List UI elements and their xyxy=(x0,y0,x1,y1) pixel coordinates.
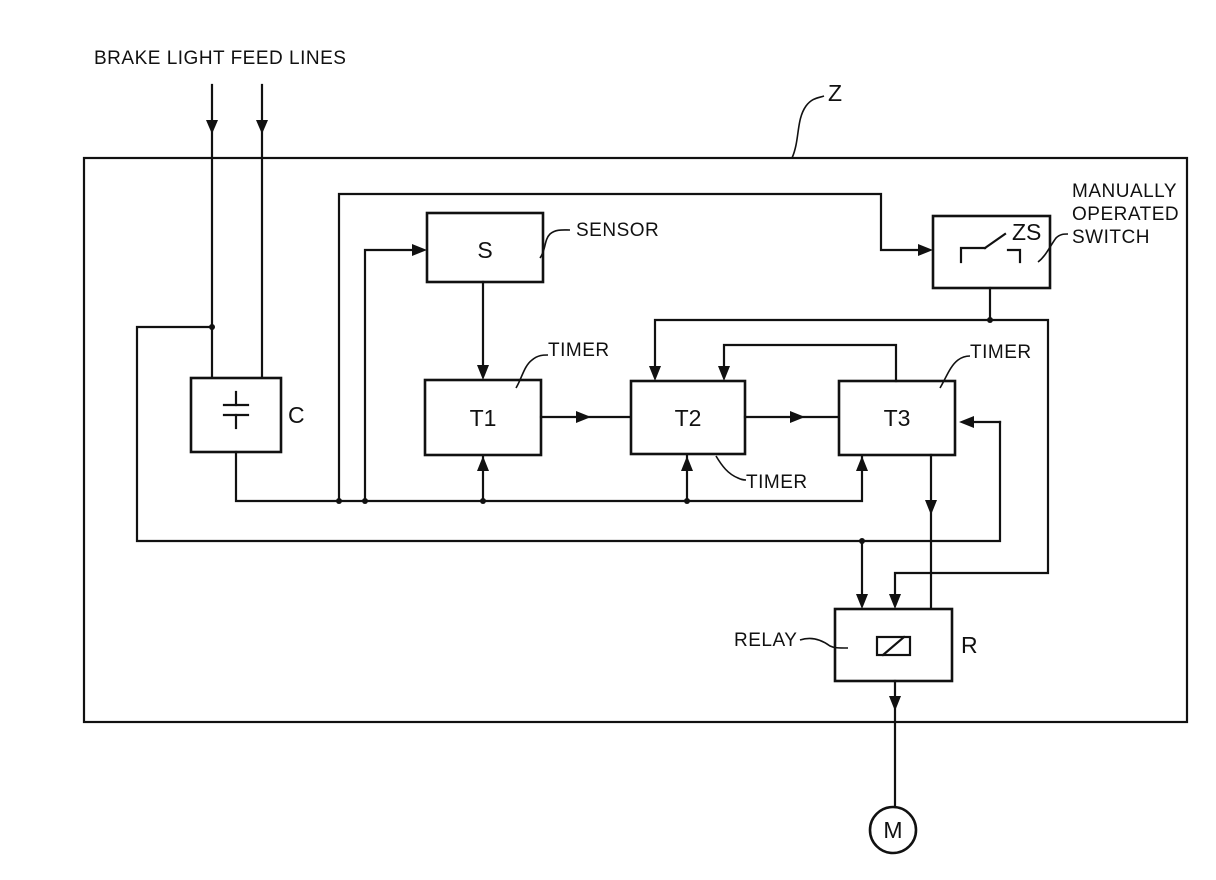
switch-caption-line3: SWITCH xyxy=(1072,227,1150,248)
t2-symbol: T2 xyxy=(675,405,702,431)
sensor-to-t1-wire xyxy=(477,282,489,380)
t2-caption: TIMER xyxy=(746,472,808,493)
feed-line-left xyxy=(206,85,218,378)
t3-symbol: T3 xyxy=(884,405,911,431)
relay-to-motor-wire xyxy=(889,681,901,810)
relay-symbol: R xyxy=(961,632,978,658)
feed-line-right xyxy=(256,85,268,378)
t2-to-t3-wire xyxy=(745,411,839,423)
loop-to-relay-wire xyxy=(856,538,868,609)
t3-to-relay-wire xyxy=(925,455,937,609)
timer-t2-block: T2 TIMER xyxy=(631,381,808,493)
relay-block: R RELAY xyxy=(734,609,978,681)
capacitor-symbol: C xyxy=(288,402,305,428)
enclosure-label: Z xyxy=(828,80,842,106)
sensor-feed-wire xyxy=(365,244,427,501)
t3-caption: TIMER xyxy=(970,342,1032,363)
t1-caption: TIMER xyxy=(548,340,610,361)
motor-symbol-group: M xyxy=(870,807,916,853)
sensor-block: S SENSOR xyxy=(427,213,659,282)
timer-t3-block: T3 TIMER xyxy=(839,342,1032,455)
switch-caption-line2: OPERATED xyxy=(1072,204,1179,225)
relay-caption: RELAY xyxy=(734,630,797,651)
manual-switch-block: ZS MANUALLY OPERATED SWITCH xyxy=(933,181,1179,288)
switch-caption-line1: MANUALLY xyxy=(1072,181,1177,202)
t1-to-t2-wire xyxy=(541,411,631,423)
feed-lines-label: BRAKE LIGHT FEED LINES xyxy=(94,48,346,69)
motor-symbol: M xyxy=(883,817,902,843)
capacitor-block: C xyxy=(191,378,305,452)
sensor-symbol: S xyxy=(477,237,492,263)
sensor-caption: SENSOR xyxy=(576,220,659,241)
t3-feedback-wire xyxy=(718,345,896,381)
t1-symbol: T1 xyxy=(470,405,497,431)
enclosure-leader xyxy=(792,96,824,158)
switch-symbol: ZS xyxy=(1012,219,1041,245)
timer-t1-block: T1 TIMER xyxy=(425,340,610,455)
